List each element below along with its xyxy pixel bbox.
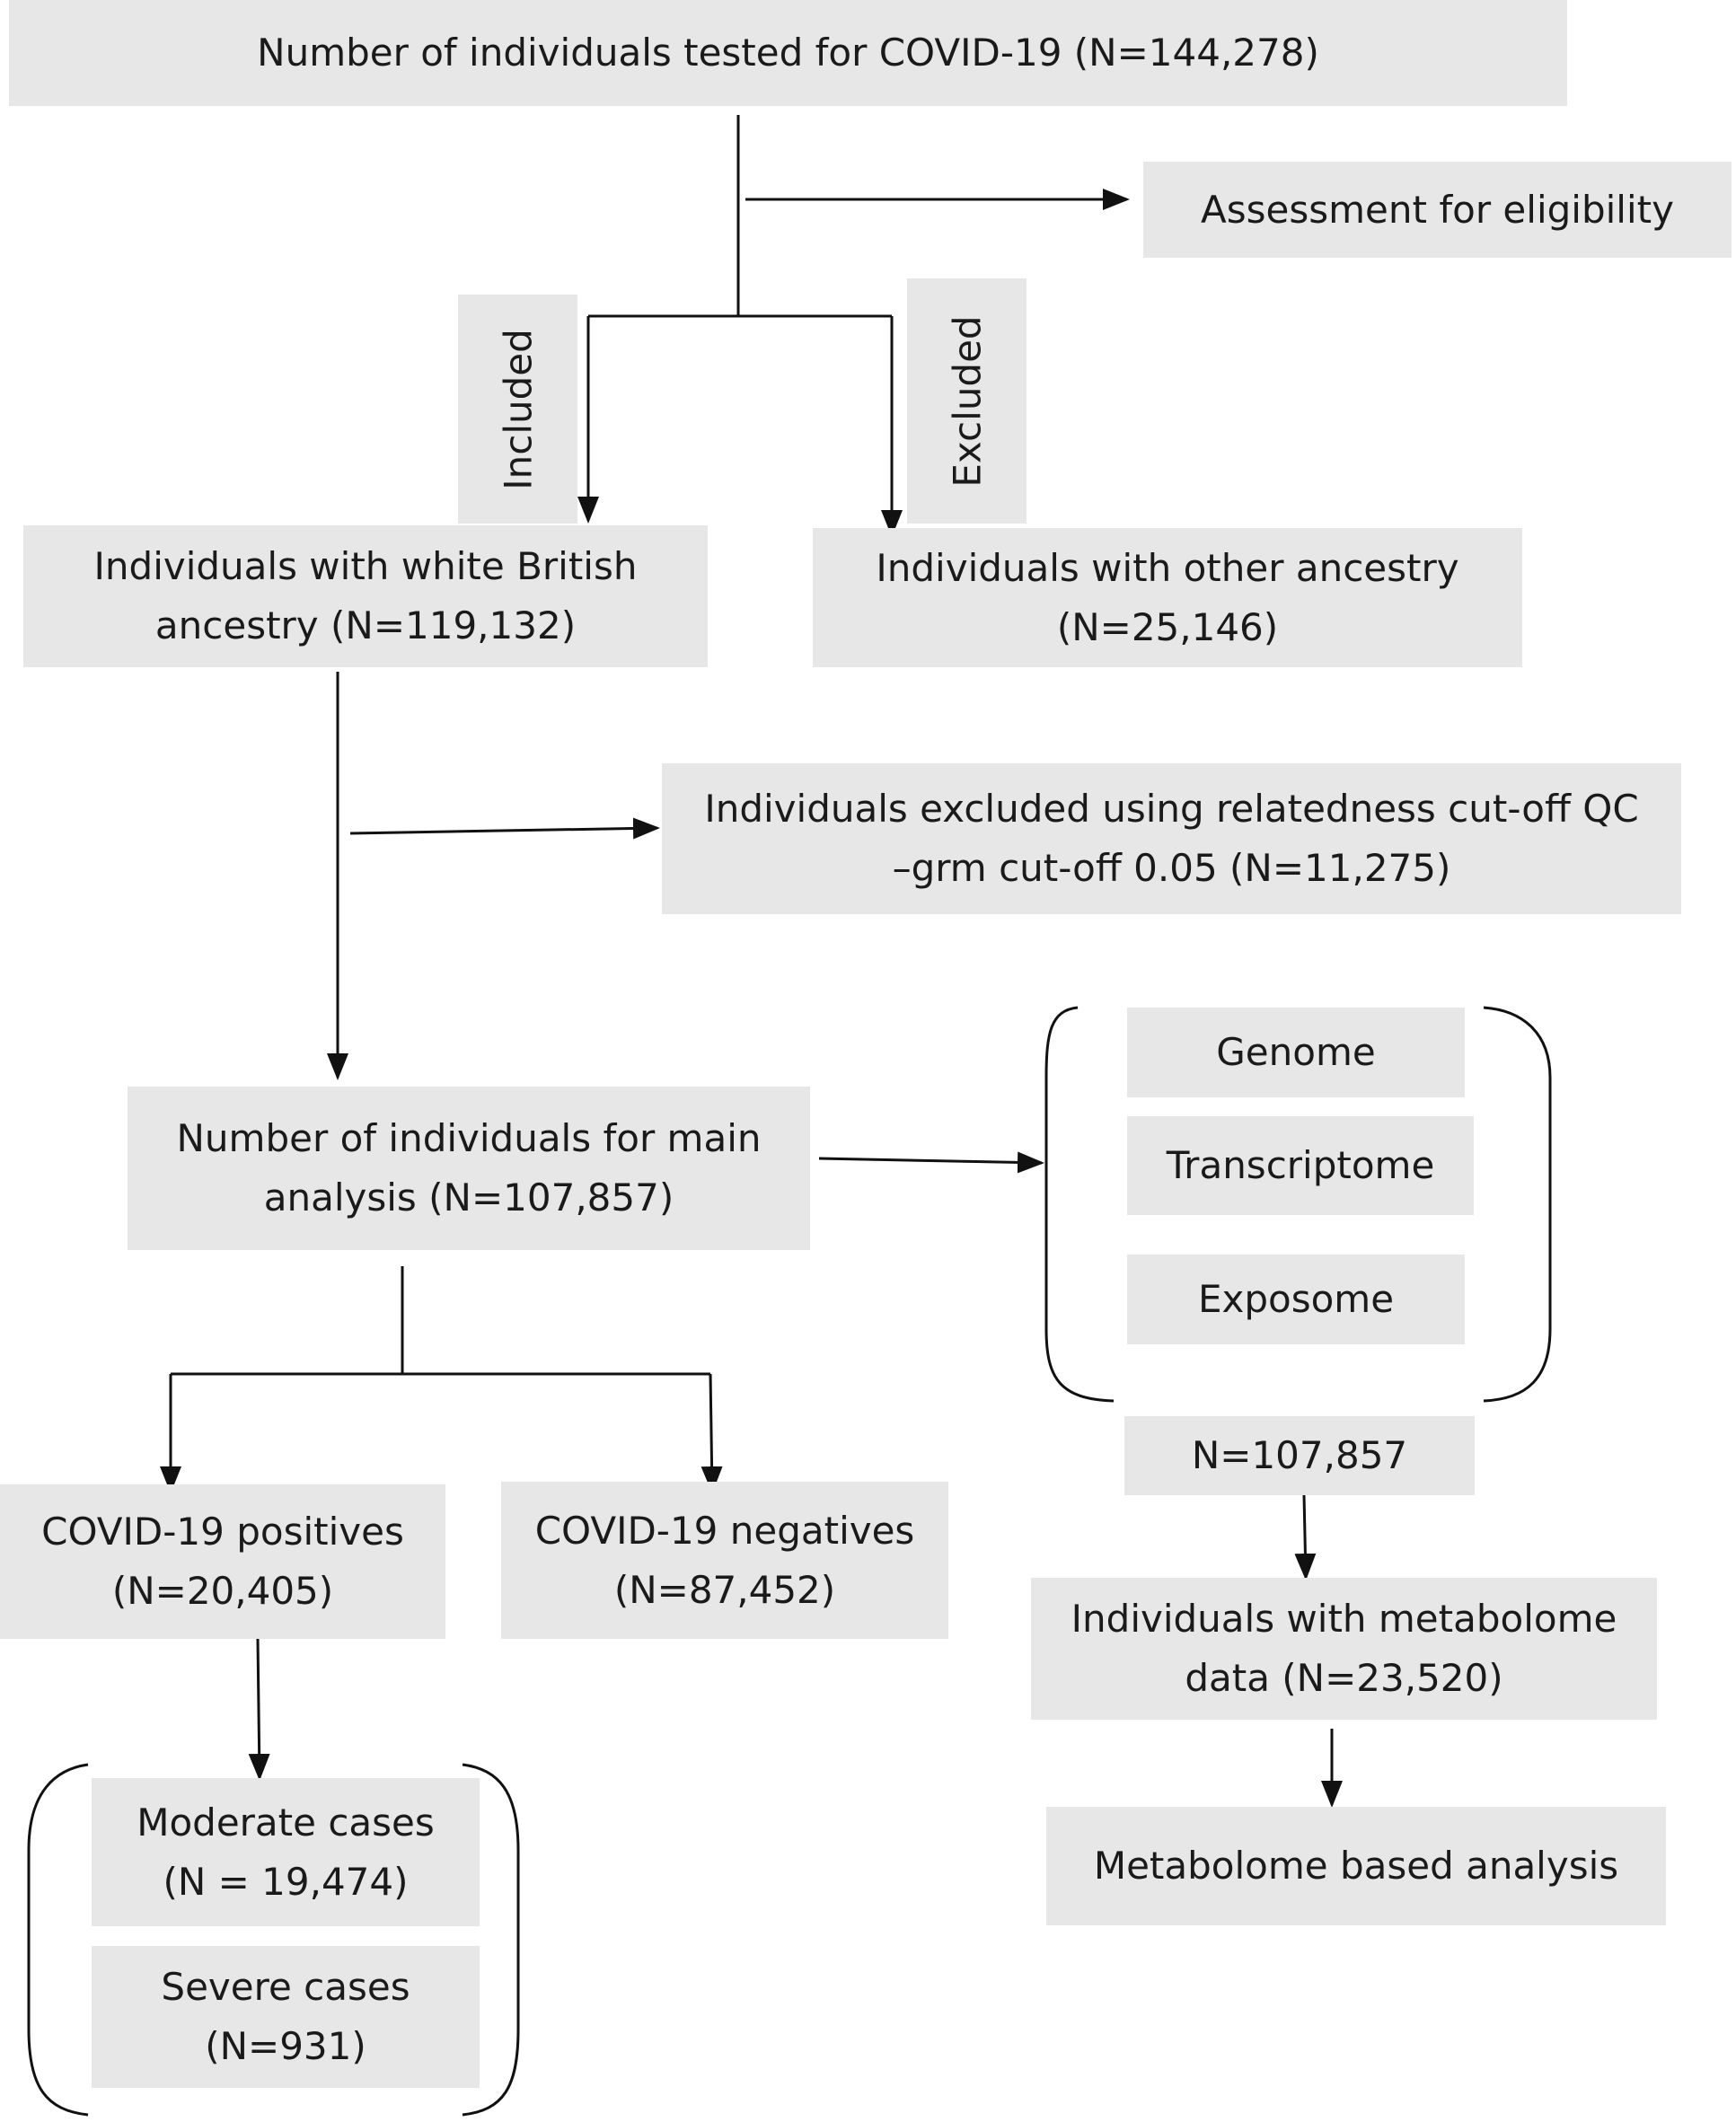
omics-bracket-right — [1483, 1006, 1552, 1403]
arrow-to-severity — [248, 1638, 270, 1781]
exposome-text: Exposome — [1197, 1277, 1395, 1321]
omics-n-box: N=107,857 — [1124, 1416, 1475, 1495]
white-british-line-1: Individuals with white British — [93, 544, 638, 588]
relatedness-line-2: –grm cut-off 0.05 (N=11,275) — [892, 846, 1451, 890]
arrow-to-negatives — [701, 1373, 723, 1493]
metabolome-analysis-text: Metabolome based analysis — [1093, 1844, 1619, 1888]
severity-bracket-right — [462, 1763, 520, 2117]
main-analysis-line-2: analysis (N=107,857) — [263, 1175, 674, 1219]
tested-box: Number of individuals tested for COVID-1… — [9, 0, 1567, 106]
negatives-line-2: (N=87,452) — [613, 1567, 836, 1612]
arrow-to-omics — [818, 1151, 1044, 1174]
negatives-box: COVID-19 negatives (N=87,452) — [501, 1482, 948, 1639]
white-british-box: Individuals with white British ancestry … — [23, 525, 708, 667]
severe-cases-line-1: Severe cases — [161, 1965, 410, 2009]
included-label-box: Included — [458, 295, 577, 524]
moderate-cases-line-1: Moderate cases — [137, 1800, 435, 1845]
severe-cases-box: Severe cases (N=931) — [92, 1946, 480, 2088]
severe-cases-line-2: (N=931) — [205, 2024, 366, 2068]
white-british-line-2: ancestry (N=119,132) — [154, 603, 577, 647]
positives-line-2: (N=20,405) — [111, 1569, 334, 1613]
moderate-cases-line-2: (N = 19,474) — [163, 1859, 409, 1904]
positives-line-1: COVID-19 positives — [41, 1510, 404, 1554]
arrow-to-relatedness — [349, 817, 660, 840]
positives-box: COVID-19 positives (N=20,405) — [0, 1484, 445, 1639]
genome-box: Genome — [1127, 1008, 1465, 1097]
relatedness-box: Individuals excluded using relatedness c… — [662, 763, 1681, 914]
other-ancestry-line-1: Individuals with other ancestry — [876, 545, 1459, 590]
excluded-label: Excluded — [945, 314, 989, 488]
negatives-line-1: COVID-19 negatives — [534, 1508, 915, 1553]
metabolome-data-line-1: Individuals with metabolome — [1071, 1597, 1617, 1641]
excluded-label-box: Excluded — [907, 278, 1027, 524]
other-ancestry-line-2: (N=25,146) — [1056, 604, 1279, 649]
omics-n-text: N=107,857 — [1191, 1433, 1408, 1477]
main-analysis-line-1: Number of individuals for main — [176, 1116, 762, 1160]
genome-text: Genome — [1216, 1030, 1376, 1074]
eligibility-text: Assessment for eligibility — [1201, 187, 1674, 232]
omics-bracket-left — [1044, 1006, 1115, 1403]
transcriptome-box: Transcriptome — [1127, 1116, 1474, 1215]
relatedness-line-1: Individuals excluded using relatedness c… — [704, 787, 1639, 831]
included-label: Included — [496, 328, 540, 490]
tested-text: Number of individuals tested for COVID-1… — [257, 31, 1319, 75]
moderate-cases-box: Moderate cases (N = 19,474) — [92, 1778, 480, 1926]
main-analysis-box: Number of individuals for main analysis … — [128, 1087, 810, 1250]
metabolome-data-box: Individuals with metabolome data (N=23,5… — [1031, 1578, 1657, 1720]
eligibility-box: Assessment for eligibility — [1143, 162, 1732, 258]
exposome-box: Exposome — [1127, 1255, 1465, 1344]
metabolome-analysis-box: Metabolome based analysis — [1046, 1807, 1666, 1925]
arrow-to-metabolome-data — [1294, 1494, 1317, 1580]
metabolome-data-line-2: data (N=23,520) — [1185, 1656, 1503, 1700]
severity-bracket-left — [27, 1763, 89, 2117]
transcriptome-text: Transcriptome — [1166, 1143, 1435, 1187]
other-ancestry-box: Individuals with other ancestry (N=25,14… — [813, 528, 1522, 667]
